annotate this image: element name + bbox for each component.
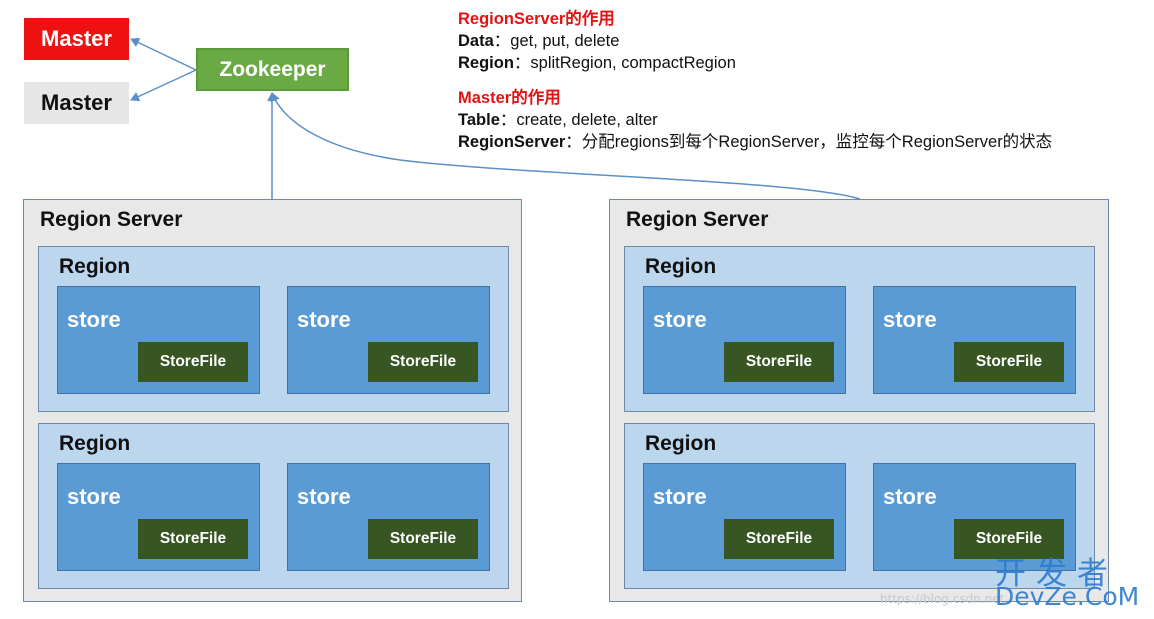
arrow-zk-to-master-primary <box>130 37 197 71</box>
data-value: ：get, put, delete <box>493 32 620 50</box>
region-server-title: Region Server <box>626 208 769 231</box>
store-box: store StoreFile <box>57 463 260 571</box>
store-label: store <box>67 484 121 509</box>
region-title: Region <box>59 255 131 278</box>
store-label: store <box>883 307 937 332</box>
region-1-1: Region store StoreFile store StoreFile <box>38 246 509 412</box>
arrow-zk-to-master-backup <box>130 69 197 102</box>
storefile-box: StoreFile <box>724 342 834 382</box>
region-2-1: Region store StoreFile store StoreFile <box>624 246 1095 412</box>
master-backup: Master <box>24 82 129 124</box>
store-box: store StoreFile <box>643 463 846 571</box>
region-title: Region <box>645 432 717 455</box>
zookeeper-node: Zookeeper <box>196 48 349 91</box>
store-label: store <box>883 484 937 509</box>
regionserver-key: RegionServer <box>458 133 566 151</box>
regionserver-role-heading: RegionServer的作用 <box>458 10 615 28</box>
storefile-box: StoreFile <box>138 342 248 382</box>
region-title: Region <box>645 255 717 278</box>
region-key: Region <box>458 54 514 72</box>
region-server-1: Region Server Region store StoreFile sto… <box>23 199 522 602</box>
store-label: store <box>653 484 707 509</box>
storefile-box: StoreFile <box>368 342 478 382</box>
role-notes: RegionServer的作用 Data：get, put, delete Re… <box>458 8 1148 153</box>
region-ops-line: Region：splitRegion, compactRegion <box>458 52 1148 74</box>
arrow-rs2-to-zk <box>270 92 861 200</box>
regionserver-value: ：分配regions到每个RegionServer，监控每个RegionServ… <box>565 133 1053 151</box>
store-label: store <box>297 307 351 332</box>
store-label: store <box>67 307 121 332</box>
table-value: ：create, delete, alter <box>499 111 658 129</box>
watermark-en: DevZe.CoM <box>995 582 1140 611</box>
master-role-heading: Master的作用 <box>458 89 561 107</box>
store-label: store <box>653 307 707 332</box>
data-key: Data <box>458 32 494 50</box>
storefile-box: StoreFile <box>368 519 478 559</box>
watermark-url: https://blog.csdn.net <box>880 592 1005 606</box>
store-box: store StoreFile <box>287 463 490 571</box>
store-box: store StoreFile <box>643 286 846 394</box>
table-ops-line: Table：create, delete, alter <box>458 109 1148 131</box>
region-title: Region <box>59 432 131 455</box>
store-box: store StoreFile <box>57 286 260 394</box>
data-ops-line: Data：get, put, delete <box>458 30 1148 52</box>
region-server-2: Region Server Region store StoreFile sto… <box>609 199 1109 602</box>
region-1-2: Region store StoreFile store StoreFile <box>38 423 509 589</box>
storefile-box: StoreFile <box>724 519 834 559</box>
store-box: store StoreFile <box>873 463 1076 571</box>
table-key: Table <box>458 111 500 129</box>
region-value: ：splitRegion, compactRegion <box>513 54 736 72</box>
store-box: store StoreFile <box>873 286 1076 394</box>
regionserver-ops-line: RegionServer：分配regions到每个RegionServer，监控… <box>458 131 1148 153</box>
store-box: store StoreFile <box>287 286 490 394</box>
region-server-title: Region Server <box>40 208 183 231</box>
storefile-box: StoreFile <box>954 342 1064 382</box>
storefile-box: StoreFile <box>138 519 248 559</box>
store-label: store <box>297 484 351 509</box>
master-primary: Master <box>24 18 129 60</box>
region-2-2: Region store StoreFile store StoreFile <box>624 423 1095 589</box>
storefile-box: StoreFile <box>954 519 1064 559</box>
watermark-cn: 开发者 <box>995 556 1118 592</box>
